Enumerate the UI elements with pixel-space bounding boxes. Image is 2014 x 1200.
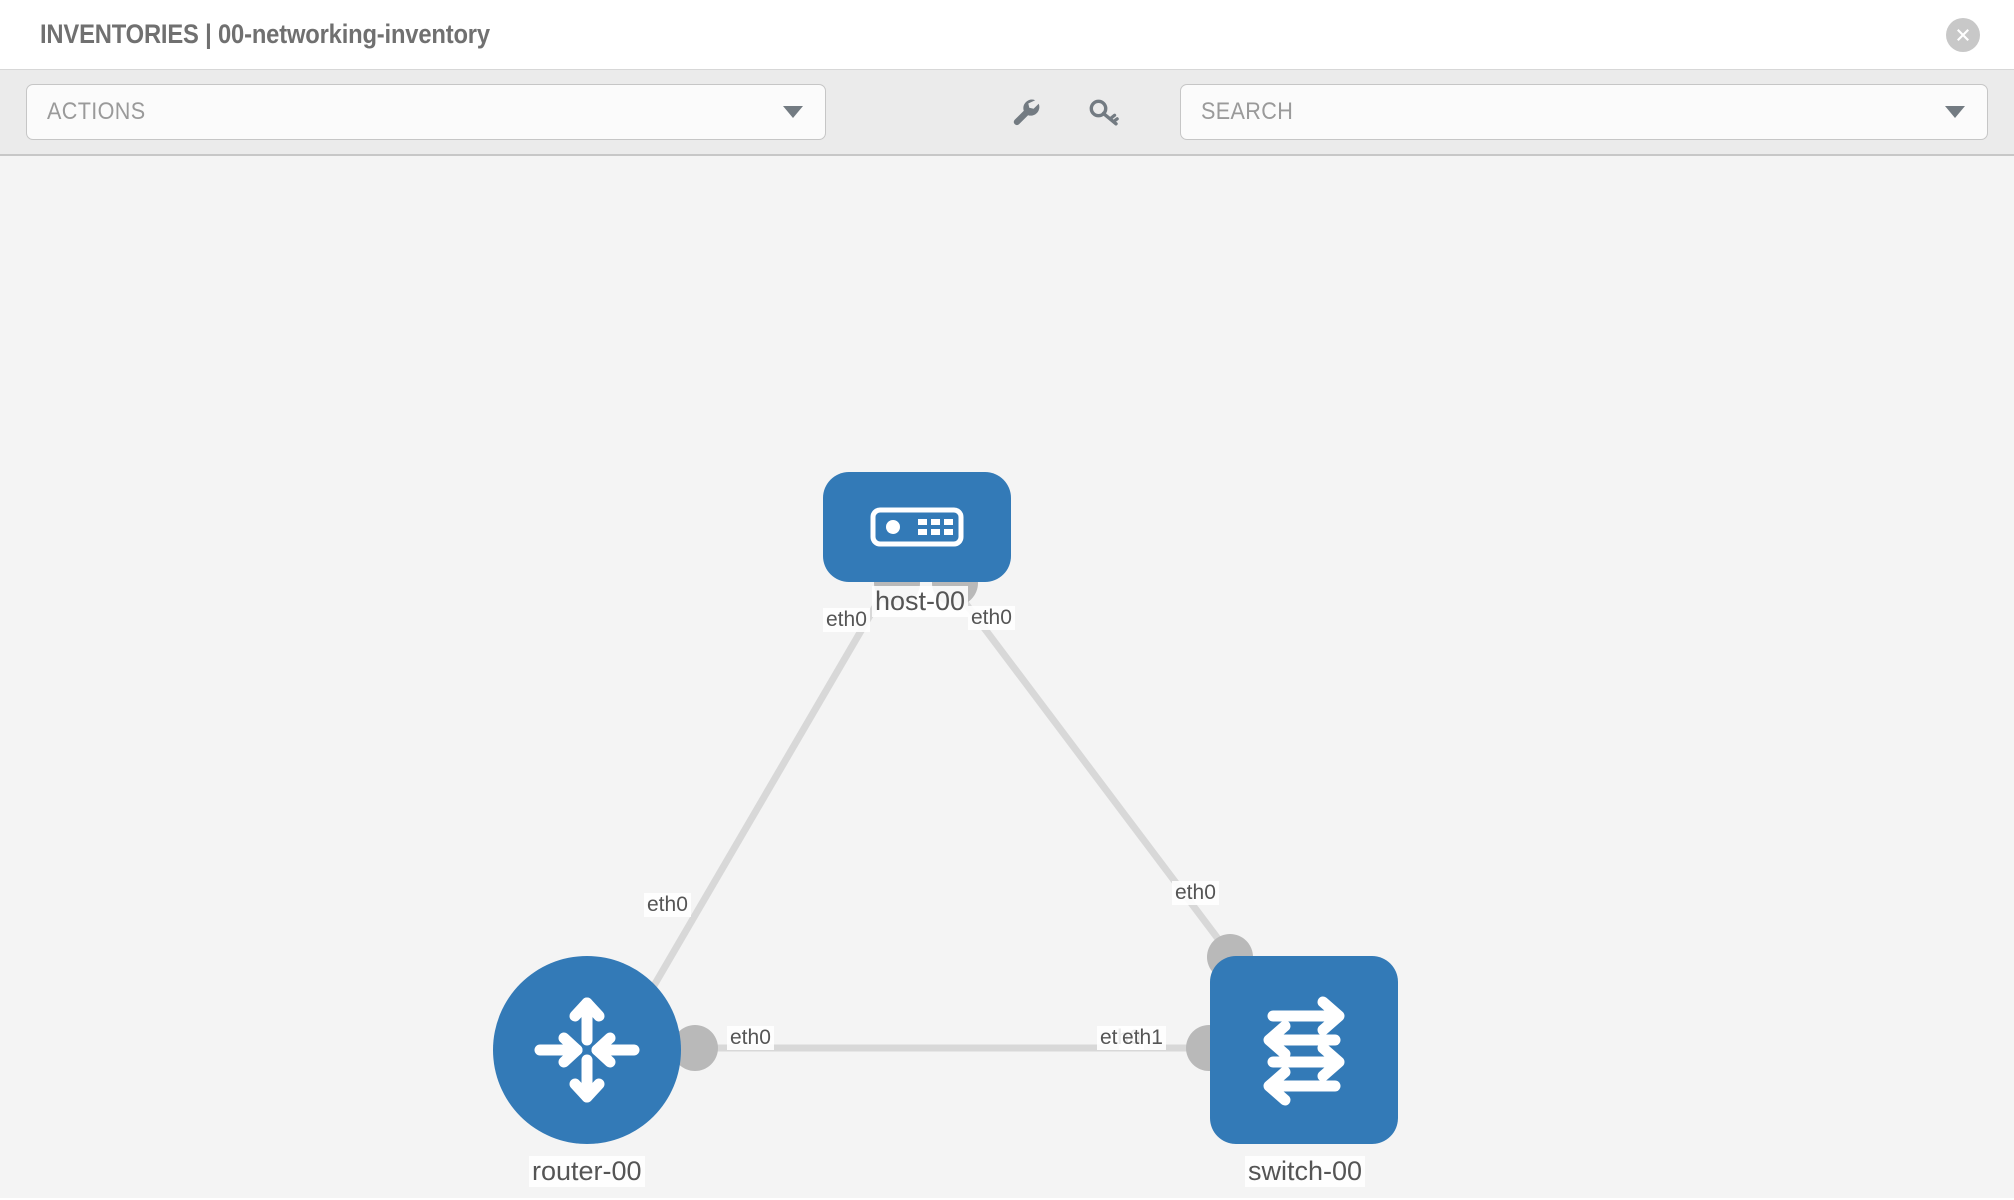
edge-label-host-left: eth0 [823,608,870,632]
node-label-host-00: host-00 [872,586,969,617]
topology-canvas[interactable]: host-00 router-00 switch-00 eth0 eth0 et… [0,156,2014,1198]
page-header: INVENTORIES | 00-networking-inventory [0,0,2014,70]
edge-label-router-right: eth0 [727,1026,774,1050]
toolbar-icon-group [1004,90,1126,134]
close-button[interactable] [1946,17,1980,52]
node-host-00[interactable] [823,472,1011,582]
topology-edges [641,573,1240,1052]
actions-dropdown[interactable]: ACTIONS [26,84,826,140]
edge-host-router [641,574,897,1003]
search-input[interactable]: SEARCH [1180,84,1988,140]
node-label-switch-00: switch-00 [1245,1156,1366,1187]
server-icon [870,507,964,547]
search-placeholder: SEARCH [1201,98,1294,125]
node-label-router-00: router-00 [529,1156,645,1187]
edge-label-host-right: eth0 [968,606,1015,630]
edge-label-switch-left: eth1 [1119,1026,1166,1050]
switch-icon [1263,996,1345,1106]
actions-dropdown-label: ACTIONS [47,98,146,125]
edge-label-switch-top: eth0 [1172,881,1219,905]
wrench-icon [1013,99,1040,126]
wrench-button[interactable] [1004,90,1048,134]
router-icon [534,997,640,1103]
edge-host-switch [942,573,1240,967]
key-button[interactable] [1082,90,1126,134]
key-icon [1089,99,1119,126]
page-title: INVENTORIES | 00-networking-inventory [40,19,490,49]
chevron-down-icon [783,106,803,118]
toolbar: ACTIONS SEARCH [0,70,2014,156]
chevron-down-icon [1945,106,1965,118]
edge-label-router-top: eth0 [644,893,691,917]
close-icon [1957,28,1969,41]
node-router-00[interactable] [493,956,681,1144]
node-switch-00[interactable] [1210,956,1398,1144]
